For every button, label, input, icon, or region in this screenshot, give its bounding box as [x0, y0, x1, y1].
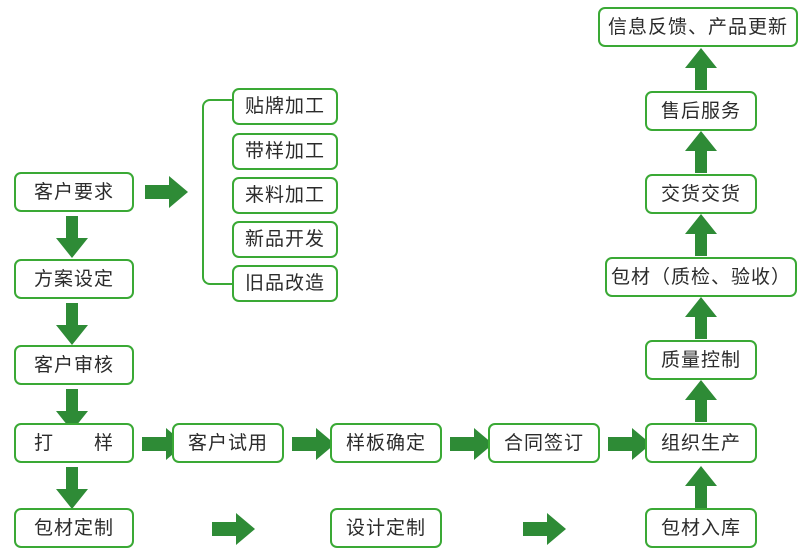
arrow-aftersales-to-feedback: [683, 48, 719, 90]
node-design-custom[interactable]: 设计定制: [330, 508, 442, 548]
node-sample-processing[interactable]: 带样加工: [232, 133, 338, 170]
arrow-contract-to-production: [608, 427, 652, 461]
arrow-plan-to-review: [54, 303, 90, 345]
node-quality-control[interactable]: 质量控制: [645, 340, 757, 380]
node-organize-production[interactable]: 组织生产: [645, 423, 757, 463]
arrow-req-to-plan: [54, 216, 90, 258]
node-new-product-dev[interactable]: 新品开发: [232, 221, 338, 258]
arrow-packaging-to-design: [212, 512, 256, 546]
node-delivery[interactable]: 交货交货: [645, 174, 757, 214]
arrow-trial-to-sample-confirm: [292, 427, 336, 461]
arrow-sampling-to-packaging-custom: [54, 467, 90, 509]
node-customer-requirement[interactable]: 客户要求: [14, 172, 134, 212]
node-after-sales[interactable]: 售后服务: [645, 91, 757, 131]
branch-bracket: [202, 99, 232, 285]
node-customer-trial[interactable]: 客户试用: [172, 423, 284, 463]
node-packaging-warehouse[interactable]: 包材入库: [645, 508, 757, 548]
node-sample-confirm[interactable]: 样板确定: [330, 423, 442, 463]
node-oem-processing[interactable]: 贴牌加工: [232, 88, 338, 125]
arrow-delivery-to-aftersales: [683, 131, 719, 173]
node-packaging-custom[interactable]: 包材定制: [14, 508, 134, 548]
node-sampling[interactable]: 打 样: [14, 423, 134, 463]
arrow-production-to-qc: [683, 380, 719, 422]
arrow-review-to-sampling: [54, 389, 90, 431]
arrow-warehouse-to-production: [683, 466, 719, 508]
node-contract-signing[interactable]: 合同签订: [488, 423, 600, 463]
arrow-req-to-branch: [145, 175, 189, 209]
node-customer-review[interactable]: 客户审核: [14, 345, 134, 385]
arrow-qc-to-inspection: [683, 297, 719, 339]
node-feedback-update[interactable]: 信息反馈、产品更新: [598, 7, 798, 47]
node-old-product-remake[interactable]: 旧品改造: [232, 265, 338, 302]
arrow-inspection-to-delivery: [683, 214, 719, 256]
node-material-processing[interactable]: 来料加工: [232, 177, 338, 214]
node-packaging-inspection[interactable]: 包材（质检、验收）: [605, 257, 797, 297]
arrow-design-to-warehouse: [523, 512, 567, 546]
arrow-sample-confirm-to-contract: [450, 427, 494, 461]
node-plan-setting[interactable]: 方案设定: [14, 259, 134, 299]
